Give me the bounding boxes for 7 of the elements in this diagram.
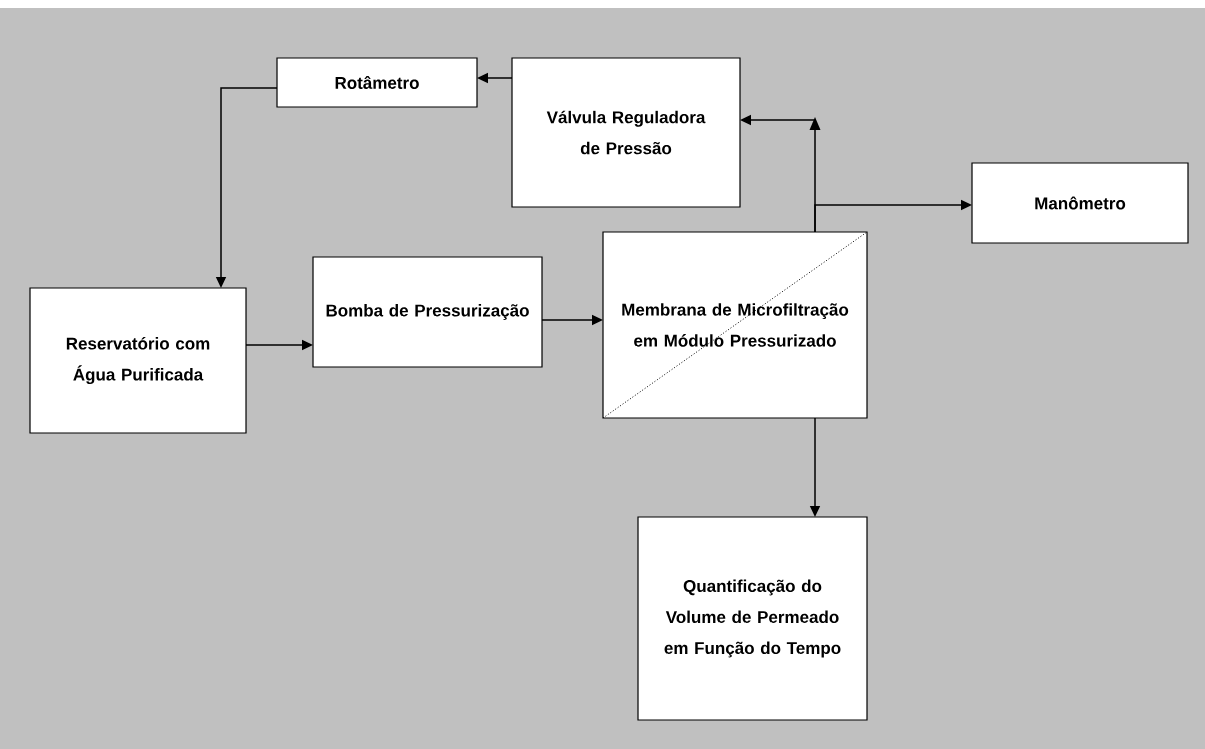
process-box: Manômetro	[971, 162, 1189, 244]
process-box: Bomba de Pressurização	[312, 256, 543, 368]
process-box: Rotâmetro	[276, 57, 478, 108]
membrane-box: Membrana de Microfiltração em Módulo Pressurizado	[602, 231, 868, 419]
process-box: Quantificação do Volume de Permeado em Função do Tempo	[637, 516, 868, 721]
process-box: Reservatório com Água Purificada	[29, 287, 247, 434]
process-box: Válvula Reguladora de Pressão	[511, 57, 741, 208]
